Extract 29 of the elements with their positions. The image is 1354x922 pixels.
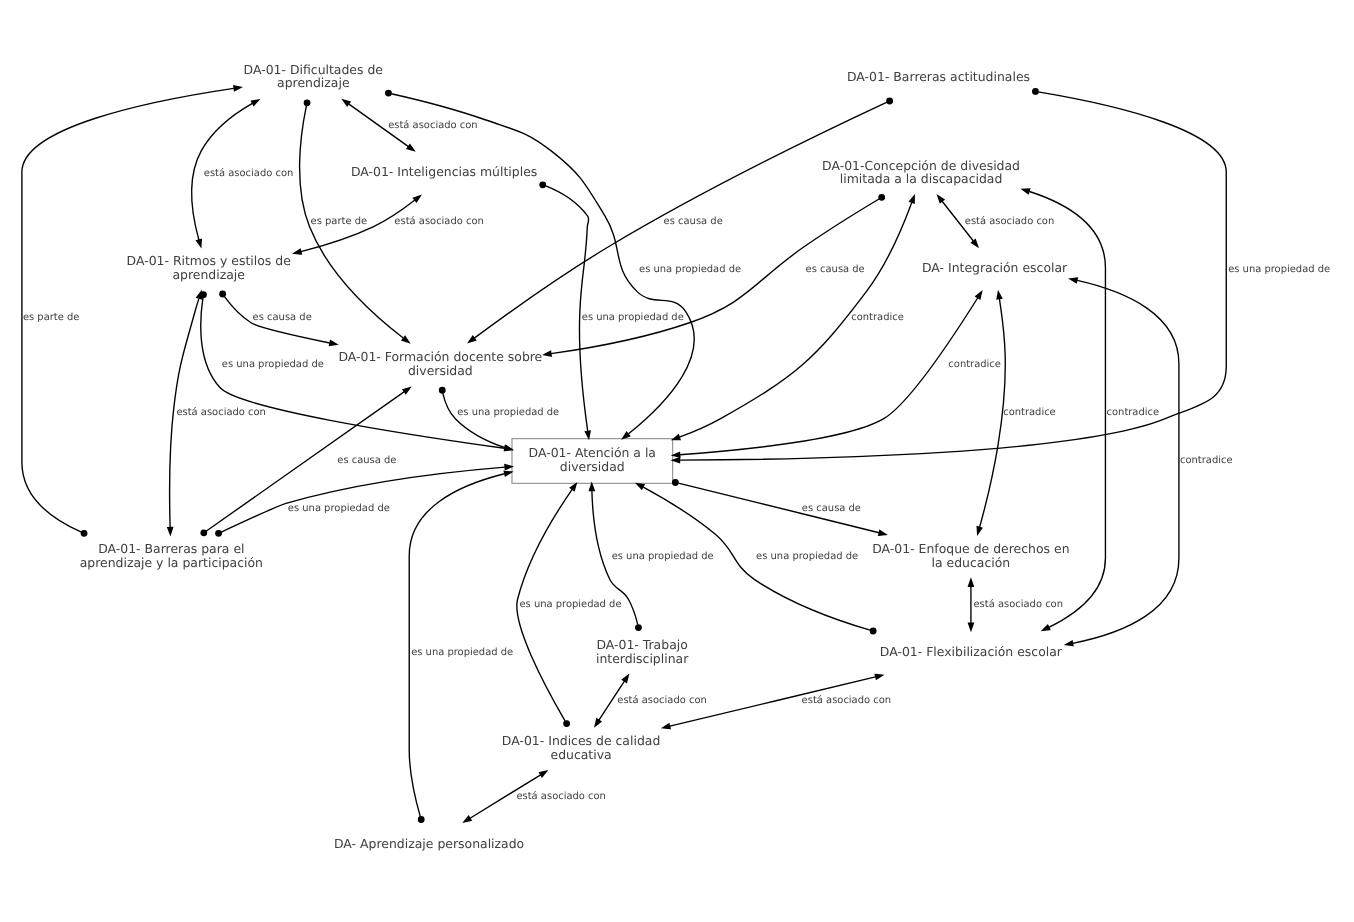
- arrow: [341, 98, 416, 152]
- arrow: [1063, 277, 1180, 647]
- arrow: [588, 481, 642, 632]
- arrow: [467, 97, 894, 344]
- arrow: [219, 290, 339, 347]
- arrow: [936, 194, 979, 249]
- arrow: [542, 193, 886, 357]
- arrow: [539, 181, 591, 441]
- arrow: [21, 85, 243, 537]
- arrow: [635, 482, 877, 635]
- arrow: [292, 194, 422, 255]
- arrow: [670, 193, 915, 441]
- arrow: [1020, 188, 1107, 632]
- arrow: [215, 463, 515, 537]
- arrow: [200, 386, 412, 537]
- arrow: [166, 289, 202, 537]
- arrow: [191, 98, 261, 249]
- arrow: [670, 290, 983, 459]
- arrow: [516, 481, 578, 727]
- arrow: [976, 289, 1006, 537]
- arrow: [671, 479, 888, 536]
- arrow: [298, 99, 411, 344]
- arrow: [593, 673, 630, 728]
- arrow: [967, 577, 975, 633]
- arrow: [408, 470, 514, 823]
- arrow: [670, 88, 1227, 464]
- arrow: [385, 89, 695, 440]
- arrow: [462, 770, 549, 823]
- arrow: [660, 673, 885, 730]
